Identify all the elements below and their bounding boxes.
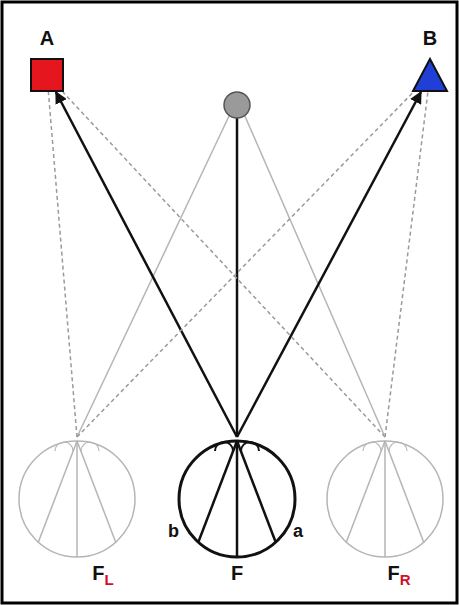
- gaze-arrow: [56, 92, 237, 437]
- head-outline: [17, 437, 137, 557]
- point-label: F: [387, 562, 399, 584]
- head-label: A: [40, 28, 54, 48]
- subscript-label: L: [105, 571, 114, 588]
- point-label: B: [423, 27, 437, 49]
- subscript-label: R: [400, 571, 411, 588]
- head-outline: [325, 437, 445, 557]
- ghost-sight-line: [385, 92, 428, 437]
- ghost-sight-line: [48, 92, 77, 437]
- point-label: A: [40, 27, 54, 49]
- square-outline: [30, 58, 64, 92]
- fixation-point: [224, 92, 250, 118]
- target-marker: B: [412, 58, 448, 92]
- head-figure: FR: [325, 437, 445, 557]
- point-label: F: [92, 562, 104, 584]
- head-label: B: [423, 28, 437, 48]
- target-marker: A: [30, 58, 64, 92]
- gaze-arrow: [237, 92, 421, 437]
- head-figure: FL: [17, 437, 137, 557]
- head-outline: [177, 437, 297, 557]
- triangle-outline: [412, 58, 448, 92]
- head-label: F: [231, 563, 243, 583]
- head-label: FR: [387, 563, 410, 583]
- line-label: b: [168, 522, 179, 540]
- line-label: a: [293, 522, 303, 540]
- head-figure: F: [177, 437, 297, 557]
- ghost-sight-line: [77, 92, 413, 437]
- head-label: FL: [92, 563, 113, 583]
- sight-line: [244, 114, 385, 437]
- point-label: F: [231, 562, 243, 584]
- ghost-sight-line: [63, 92, 385, 437]
